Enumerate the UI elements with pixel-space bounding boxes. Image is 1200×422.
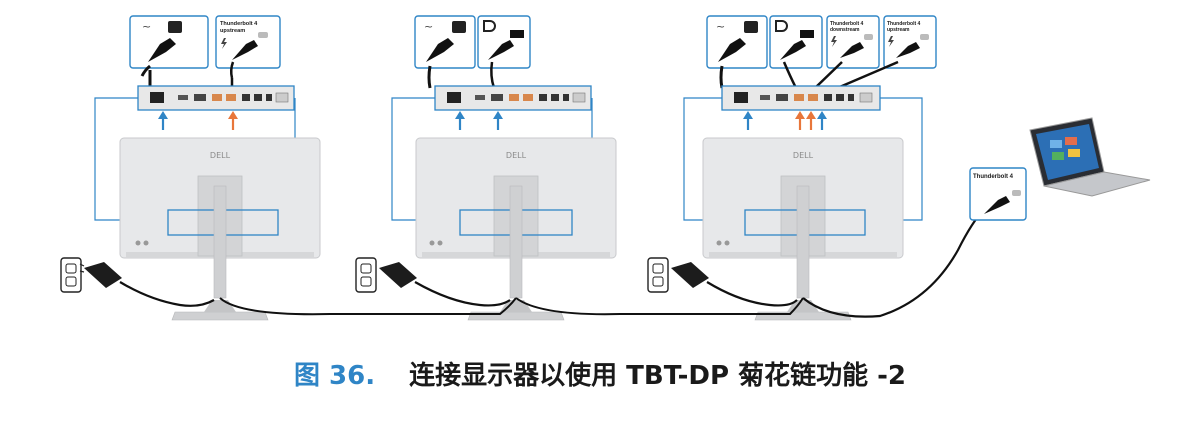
dell-logo: DELL (210, 151, 231, 160)
thunderbolt-icon (221, 38, 227, 49)
monitor-3-port-panel (721, 85, 881, 111)
ac-tilde-icon: ~ (142, 20, 151, 33)
displayport-icon (483, 20, 496, 32)
figure-number: 图 36. (293, 361, 376, 391)
monitor-3-power-callout: ~ (706, 15, 768, 69)
monitor-2-port-panel (434, 85, 592, 111)
monitor-3-port-b-line2: upstream (887, 27, 910, 33)
wall-outlet-icon (647, 257, 669, 293)
ac-power-icon (168, 21, 182, 33)
laptop-tb4-callout: Thunderbolt 4 (969, 167, 1027, 221)
figure-title: 连接显示器以使用 TBT-DP 菊花链功能 -2 (409, 361, 907, 391)
ac-power-icon (744, 21, 758, 33)
monitor-1-port-label-line1: Thunderbolt 4 (220, 21, 258, 27)
monitor-1-tb4-callout: Thunderbolt 4 upstream (215, 15, 281, 79)
monitor-1-port-label-line2: upstream (220, 28, 245, 34)
thunderbolt-icon (831, 36, 837, 47)
wall-outlet-icon (60, 257, 82, 293)
figure-caption: 图 36. 连接显示器以使用 TBT-DP 菊花链功能 -2 (0, 355, 1200, 392)
monitor-3-dp-callout (769, 15, 823, 69)
monitor-3-tb4-upstream-callout: Thunderbolt 4 upstream (883, 15, 937, 69)
monitor-1-power-callout: ~ (129, 15, 209, 77)
monitor-1-port-panel (137, 85, 295, 111)
dell-logo: DELL (506, 151, 527, 160)
monitor-3-tb4-downstream-callout: Thunderbolt 4 downstream (826, 15, 880, 69)
thunderbolt-icon (888, 36, 894, 47)
monitor-3-port-b-line1: Thunderbolt 4 (887, 21, 921, 27)
monitor-3: ~ Thunderbolt 4 downstream Thunderbolt 4… (647, 15, 937, 321)
displayport-icon (775, 20, 788, 32)
svg-text:~: ~ (424, 20, 433, 33)
dell-logo: DELL (793, 151, 814, 160)
ac-power-icon (452, 21, 466, 33)
svg-text:~: ~ (716, 20, 725, 33)
monitor-2-power-callout: ~ (414, 15, 476, 69)
wall-outlet-icon (355, 257, 377, 293)
laptop: Thunderbolt 4 (969, 117, 1151, 221)
monitor-2: ~ D (355, 15, 617, 321)
monitor-1: ~ Thunderbolt 4 upstream (60, 15, 321, 321)
monitor-2-dp-callout (477, 15, 531, 69)
monitor-3-port-a-line1: Thunderbolt 4 (830, 21, 864, 27)
monitor-3-port-a-line2: downstream (830, 27, 860, 33)
laptop-port-label: Thunderbolt 4 (973, 174, 1014, 180)
